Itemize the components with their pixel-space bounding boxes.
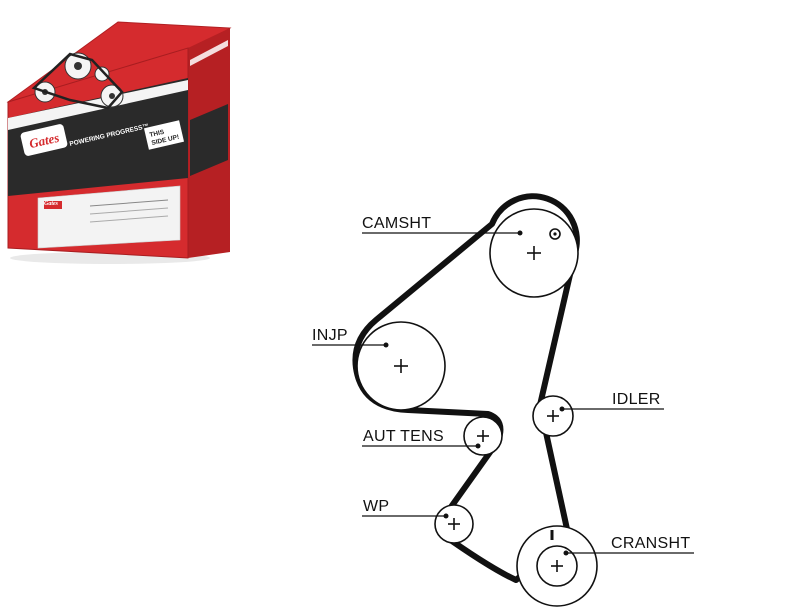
label-brand: Gates xyxy=(44,201,59,207)
label-idler-group: IDLER xyxy=(559,391,664,412)
label-water-pump-group: WP xyxy=(362,498,449,519)
label-crankshaft-group: CRANSHT xyxy=(563,535,694,556)
idler-pulley xyxy=(532,395,574,437)
label-injection-pump: INJP xyxy=(312,327,348,344)
crankshaft-pulley xyxy=(516,525,598,607)
auto-tensioner-pulley xyxy=(463,416,503,456)
water-pump-pulley xyxy=(434,504,474,544)
label-camshaft: CAMSHT xyxy=(362,215,431,232)
label-injection-pump-group: INJP xyxy=(312,327,389,348)
side-up-line1: THIS xyxy=(149,129,166,139)
gates-logo: Gates xyxy=(20,124,68,156)
label-auto-tensioner-group: AUT TENS xyxy=(362,428,481,449)
label-camshaft-group: CAMSHT xyxy=(362,215,523,236)
box-top-pulleys-icon xyxy=(31,52,124,110)
product-box-image: Gates POWERING PROGRESS™ THIS SIDE UP! G… xyxy=(6,21,232,264)
svg-text:Gates: Gates xyxy=(28,130,61,151)
label-auto-tensioner: AUT TENS xyxy=(363,428,444,445)
label-water-pump: WP xyxy=(363,498,389,515)
label-crankshaft: CRANSHT xyxy=(611,535,690,552)
camshaft-pulley xyxy=(489,208,579,298)
injection-pump-pulley xyxy=(356,321,446,411)
label-idler: IDLER xyxy=(612,391,661,408)
